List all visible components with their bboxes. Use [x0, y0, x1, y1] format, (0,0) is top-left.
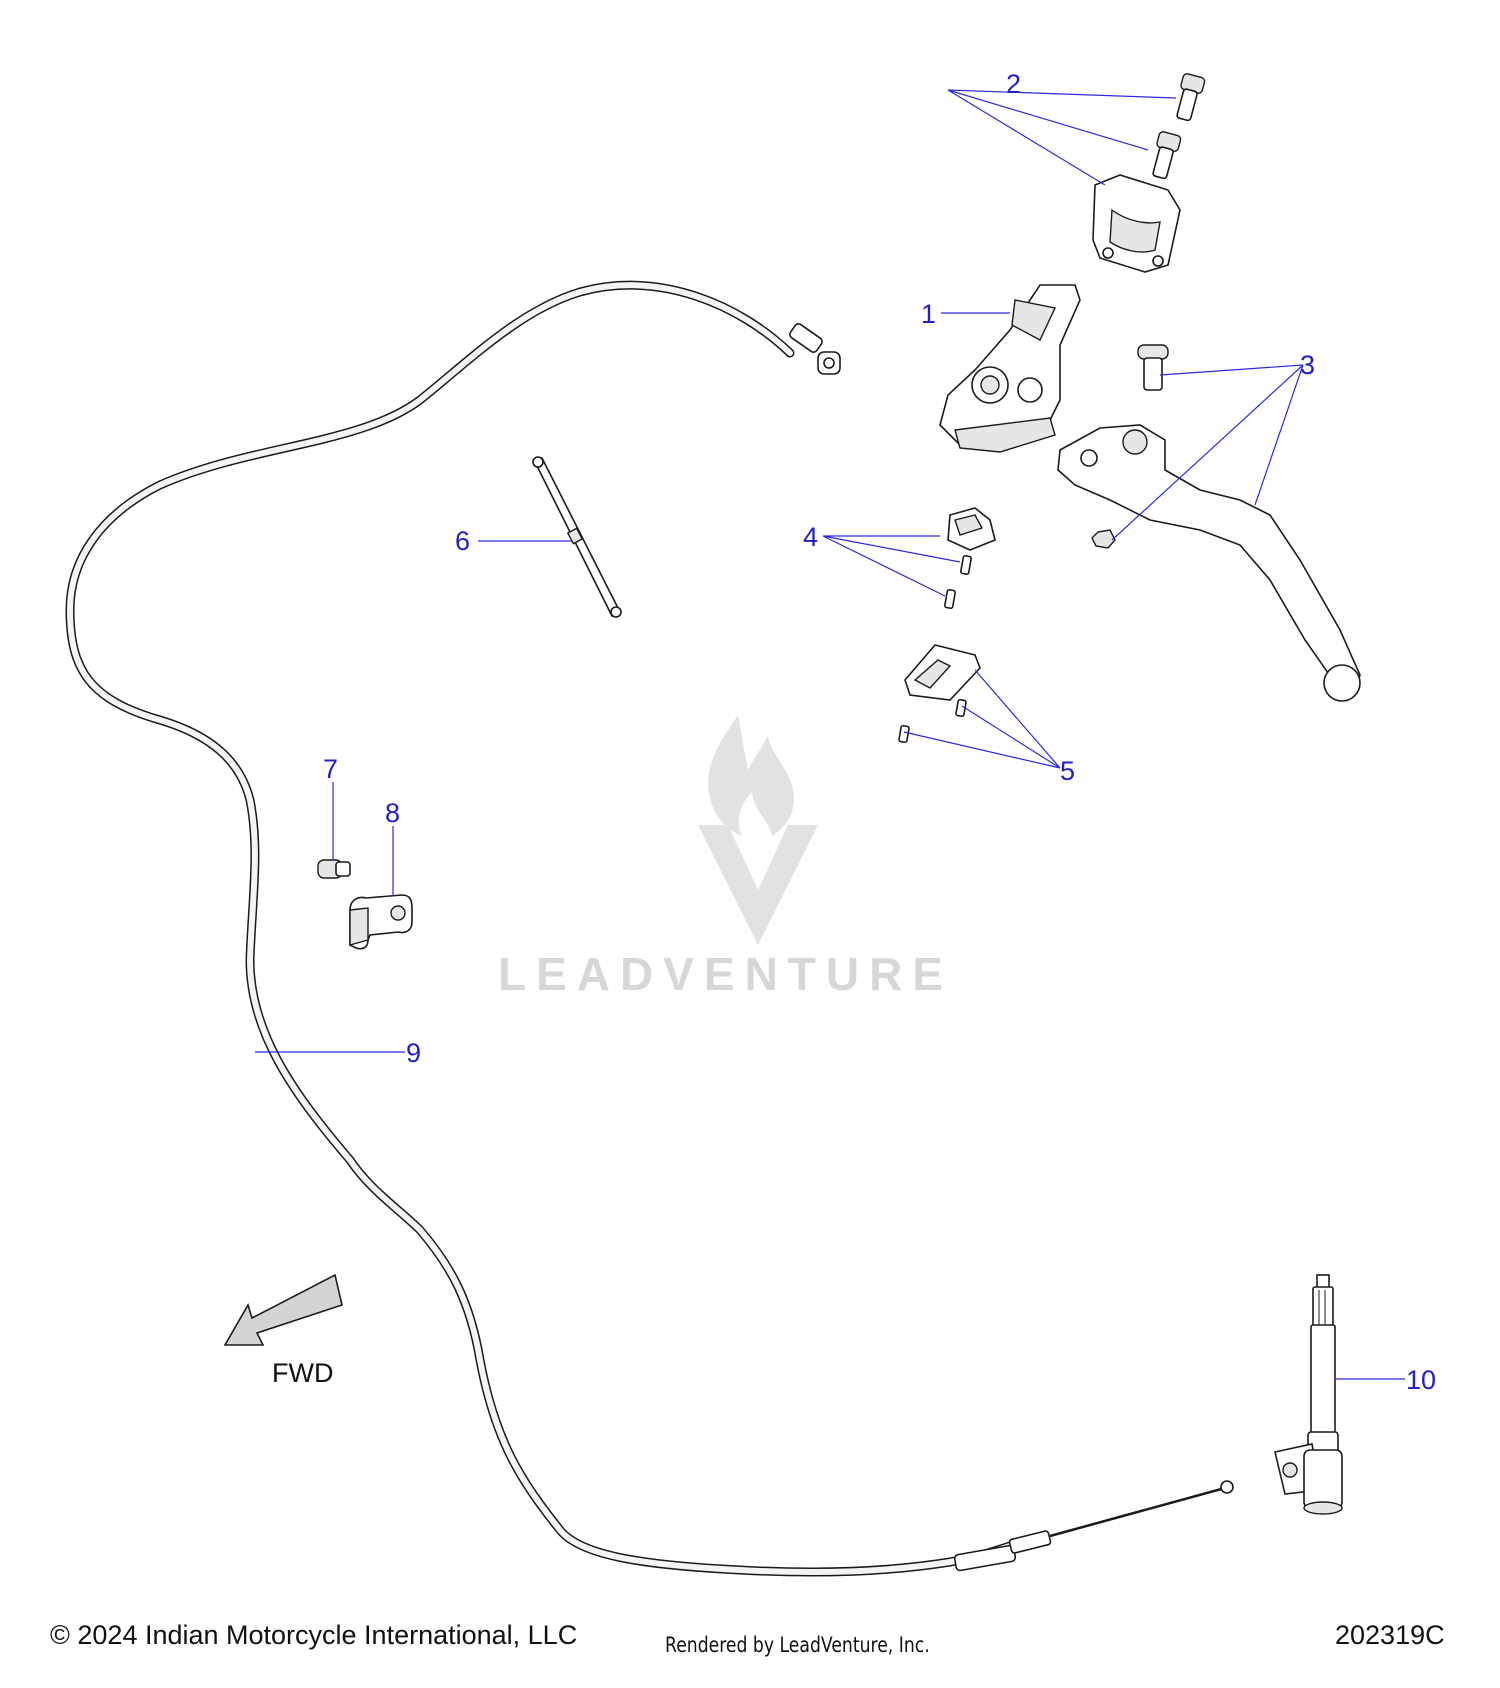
callout-6: 6 [455, 526, 470, 556]
watermark: LEADVENTURE [498, 715, 953, 1000]
clutch-cable [65, 280, 1234, 1577]
part-8-p-clamp [349, 894, 413, 950]
watermark-flame-icon [708, 715, 794, 836]
part-6-strap [532, 456, 622, 618]
callout-3: 3 [1300, 350, 1315, 380]
fwd-arrow: FWD [223, 1273, 343, 1388]
part-4-switch-and-screws [944, 507, 996, 610]
fwd-label: FWD [272, 1358, 333, 1388]
callout-1: 1 [921, 299, 936, 329]
callout-9: 9 [406, 1038, 421, 1068]
parts-diagram: LEADVENTURE [65, 69, 1436, 1577]
rendered-by-text: Rendered by LeadVenture, Inc. [665, 1633, 930, 1657]
fwd-arrow-icon [223, 1273, 343, 1346]
callout-10: 10 [1406, 1365, 1436, 1395]
callout-7: 7 [323, 754, 338, 784]
callout-2: 2 [1006, 69, 1021, 99]
footer: © 2024 Indian Motorcycle International, … [0, 1620, 1500, 1680]
copyright-text: © 2024 Indian Motorcycle International, … [50, 1620, 578, 1650]
callout-4: 4 [803, 522, 818, 552]
leader-lines [255, 89, 1405, 1380]
part-2-clamp-and-bolts [1092, 73, 1206, 273]
watermark-v-icon [698, 825, 818, 945]
callouts: 1 2 3 4 5 6 7 8 9 10 [323, 69, 1436, 1395]
part-1-lever-bracket [939, 284, 1081, 453]
part-3-lever-pivot-nut [1057, 344, 1361, 702]
callout-5: 5 [1060, 756, 1075, 786]
callout-8: 8 [385, 798, 400, 828]
part-10-shaft [1274, 1274, 1343, 1515]
diagram-code: 202319C [1335, 1620, 1445, 1650]
part-7-bolt [317, 859, 351, 879]
watermark-text: LEADVENTURE [498, 948, 953, 1000]
part-5-bracket-and-screws [898, 644, 981, 744]
